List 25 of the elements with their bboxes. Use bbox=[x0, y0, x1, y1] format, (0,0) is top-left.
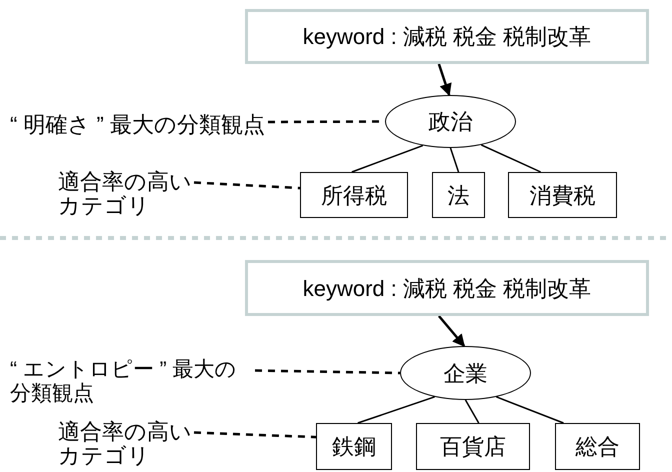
category-box: 鉄鋼 bbox=[316, 423, 392, 470]
category-box: 百貨店 bbox=[416, 423, 530, 470]
annotation-text: “ 明確さ ” 最大の分類観点 bbox=[10, 111, 265, 139]
category-box: 所得税 bbox=[300, 172, 408, 218]
viewpoint-ellipse: 企業 bbox=[400, 346, 531, 400]
category-box: 総合 bbox=[555, 423, 640, 470]
category-box: 法 bbox=[432, 172, 485, 218]
connector-line bbox=[464, 400, 480, 424]
keyword-box: keyword : 減税 税金 税制改革 bbox=[245, 9, 649, 64]
annotation-text: 適合率の高いカテゴリ bbox=[58, 170, 193, 218]
viewpoint-ellipse: 政治 bbox=[385, 95, 516, 148]
annotation-text: “ エントロピー ” 最大の分類観点 bbox=[10, 358, 238, 406]
connector-line bbox=[496, 396, 564, 424]
connector-line bbox=[480, 144, 542, 173]
connector-line bbox=[352, 144, 424, 173]
arrow bbox=[438, 64, 452, 96]
leader-line bbox=[194, 181, 300, 190]
leader-line bbox=[194, 431, 316, 438]
connector-line bbox=[358, 396, 435, 424]
arrow bbox=[438, 315, 466, 347]
leader-line bbox=[254, 369, 400, 374]
annotation-text: 適合率の高いカテゴリ bbox=[58, 420, 193, 468]
keyword-box: keyword : 減税 税金 税制改革 bbox=[245, 260, 649, 316]
connector-line bbox=[450, 148, 460, 172]
category-box: 消費税 bbox=[508, 172, 617, 218]
